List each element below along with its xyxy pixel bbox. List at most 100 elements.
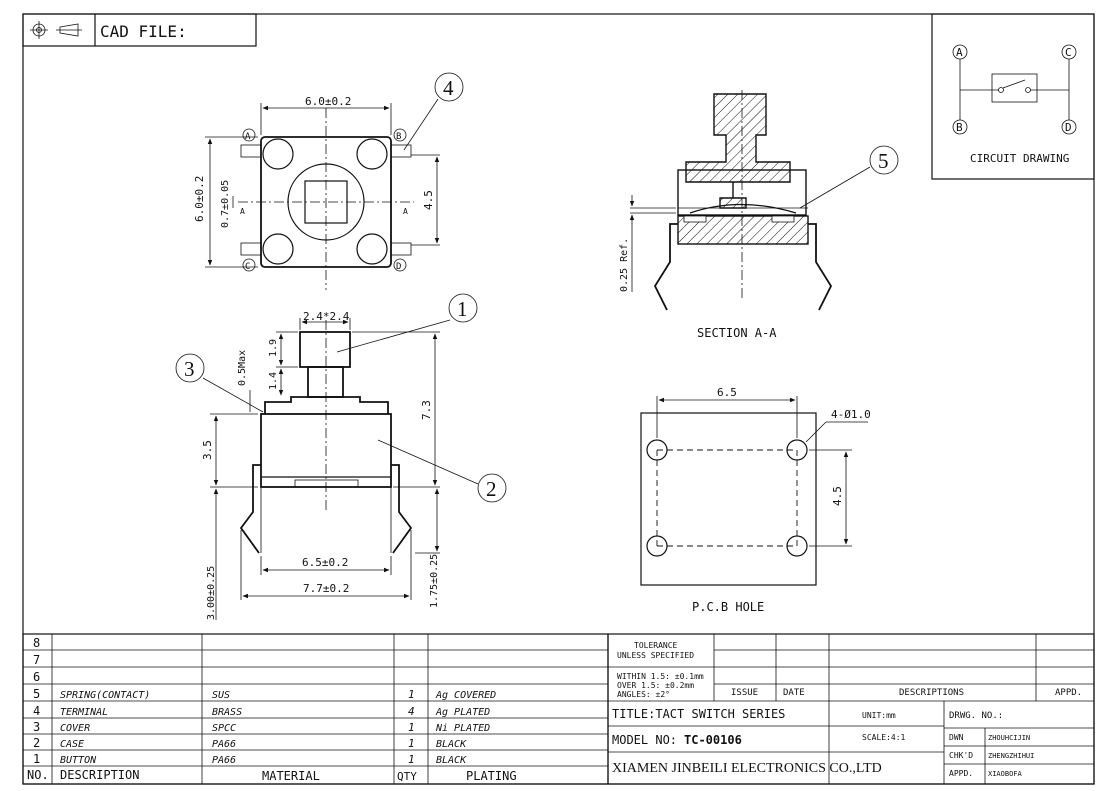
bom-row-3-plating: Ni PLATED: [435, 723, 490, 734]
tolerance-line-1: WITHIN 1.5: ±0.1mm: [617, 672, 704, 681]
drawing-title: TITLE:TACT SWITCH SERIES: [612, 707, 785, 721]
svg-text:D: D: [1065, 121, 1072, 134]
dim-top-width: 6.0±0.2: [305, 95, 351, 108]
bom-row-5-desc: SPRING(CONTACT): [60, 690, 150, 701]
dim-top-height: 6.0±0.2: [193, 176, 206, 222]
callout-5: [869, 145, 899, 175]
unit-label: UNIT:mm: [862, 711, 896, 720]
svg-text:B: B: [396, 132, 401, 142]
bom-row-2-material: PA66: [212, 739, 236, 750]
dim-lead-pitch: 6.5±0.2: [302, 556, 348, 569]
bom-row-1-no: 1: [33, 752, 40, 766]
cad-file-box: CAD FILE:: [22, 13, 257, 47]
bom-row-7-no: 7: [33, 653, 40, 667]
dim-actuator-height: 1.9: [268, 339, 279, 357]
bom-header-material: MATERIAL: [262, 769, 320, 783]
circuit-drawing-label: CIRCUIT DRAWING: [970, 152, 1069, 165]
callout-3: [175, 353, 205, 383]
svg-text:D: D: [396, 262, 401, 272]
tolerance-line-3: ANGLES: ±2°: [617, 690, 670, 699]
bom-row-4-desc: TERMINAL: [60, 707, 108, 718]
dim-gap-ref: 0.25 Ref.: [619, 238, 630, 292]
bom-row-2-desc: CASE: [60, 739, 84, 750]
top-view: A B C D A A 6.0±0.2 6.0±0.2 0.7±0.05 4.5…: [193, 72, 464, 290]
bom-row-5-qty: 1: [408, 688, 415, 701]
dim-cover-max: 0.5Max: [237, 350, 248, 386]
dim-pcb-pitch-v: 4.5: [831, 486, 844, 506]
bom-row-3-material: SPCC: [212, 723, 236, 734]
bom-row-5-plating: Ag COVERED: [435, 690, 496, 701]
bom-table: 8 7 6 5 SPRING(CONTACT) SUS 1 Ag COVERED…: [22, 633, 609, 785]
bom-row-5-material: SUS: [212, 690, 230, 701]
bom-header-plating: PLATING: [466, 769, 517, 783]
pcb-hole-view: 6.5 4.5 4-Ø1.0 P.C.B HOLE: [640, 386, 871, 614]
section-mark-left: A: [240, 207, 245, 216]
pcb-view-label: P.C.B HOLE: [692, 600, 764, 614]
svg-text:4: 4: [443, 76, 454, 100]
svg-text:1: 1: [457, 297, 468, 321]
dim-stem-height: 1.4: [268, 372, 279, 390]
callout-4: [434, 72, 464, 102]
dim-body-height: 3.5: [201, 440, 214, 460]
bom-header-qty: QTY: [397, 770, 417, 783]
model-value: TC-00106: [684, 733, 742, 747]
title-block: TOLERANCE UNLESS SPECIFIED WITHIN 1.5: ±…: [607, 633, 1095, 785]
bom-row-2-qty: 1: [408, 737, 415, 750]
bom-row-1-desc: BUTTON: [60, 755, 97, 766]
dim-actuator-size: 2.4*2.4: [303, 310, 350, 323]
bom-row-1-qty: 1: [408, 753, 415, 766]
bom-row-4-no: 4: [33, 704, 40, 718]
section-view: 0.25 Ref. 5 SECTION A-A: [619, 90, 899, 340]
bom-header-description: DESCRIPTION: [60, 768, 139, 782]
model-label: MODEL NO:: [612, 733, 677, 747]
dim-pitch-vertical: 4.5: [422, 190, 435, 210]
chkd-label: CHK'D: [949, 751, 973, 760]
chkd-value: ZHENGZHIHUI: [988, 752, 1034, 760]
corner-mark-b: [393, 128, 407, 142]
tolerance-title-1: TOLERANCE: [634, 641, 678, 650]
appd-header: APPD.: [1055, 688, 1082, 698]
bom-header-no: NO.: [27, 768, 49, 782]
dim-lead-span: 7.7±0.2: [303, 582, 349, 595]
svg-text:B: B: [956, 121, 963, 134]
dim-lead-length: 3.00±0.25: [206, 566, 217, 620]
bom-row-2-no: 2: [33, 736, 40, 750]
section-mark-right: A: [403, 207, 408, 216]
bom-row-1-material: PA66: [212, 755, 236, 766]
dwn-label: DWN: [949, 733, 964, 742]
svg-text:5: 5: [878, 149, 889, 173]
side-view: 2.4*2.4 1.9 1.4 0.5Max 7.3 3.5 3.00±0.25…: [175, 293, 507, 620]
tolerance-title-2: UNLESS SPECIFIED: [617, 651, 694, 660]
circuit-drawing: A C B D CIRCUIT DRAWING: [931, 13, 1095, 180]
svg-text:2: 2: [486, 477, 497, 501]
cad-file-label: CAD FILE:: [100, 22, 187, 41]
dwn-value: ZHOUHCIJIN: [988, 734, 1030, 742]
bom-row-4-qty: 4: [408, 705, 415, 718]
callout-1: [448, 293, 478, 323]
dim-lead-tip: 1.75±0.25: [429, 554, 440, 608]
date-header: DATE: [783, 688, 805, 698]
drwg-no-label: DRWG. NO.:: [949, 711, 1003, 721]
company-name: XIAMEN JINBEILI ELECTRONICS CO.,LTD: [612, 761, 882, 776]
appd-value: XIAOBOFA: [988, 770, 1023, 778]
callout-2: [477, 473, 507, 503]
scale-label: SCALE:4:1: [862, 733, 906, 742]
dim-pcb-pitch-h: 6.5: [717, 386, 737, 399]
dim-total-height: 7.3: [420, 400, 433, 420]
svg-text:C: C: [1065, 46, 1072, 59]
projection-symbol-icon: [30, 21, 82, 39]
svg-text:3: 3: [184, 357, 195, 381]
bom-row-6-no: 6: [33, 670, 40, 684]
bom-row-5-no: 5: [33, 687, 40, 701]
corner-mark-d: [393, 258, 407, 272]
dim-pcb-hole: 4-Ø1.0: [831, 408, 871, 421]
svg-text:A: A: [956, 46, 963, 59]
bom-row-2-plating: BLACK: [436, 739, 467, 750]
corner-mark-c: [242, 258, 256, 272]
dim-slot: 0.7±0.05: [220, 180, 231, 228]
appd-label: APPD.: [949, 769, 973, 778]
bom-row-4-material: BRASS: [212, 707, 242, 718]
tolerance-line-2: OVER 1.5: ±0.2mm: [617, 681, 694, 690]
bom-row-1-plating: BLACK: [436, 755, 467, 766]
